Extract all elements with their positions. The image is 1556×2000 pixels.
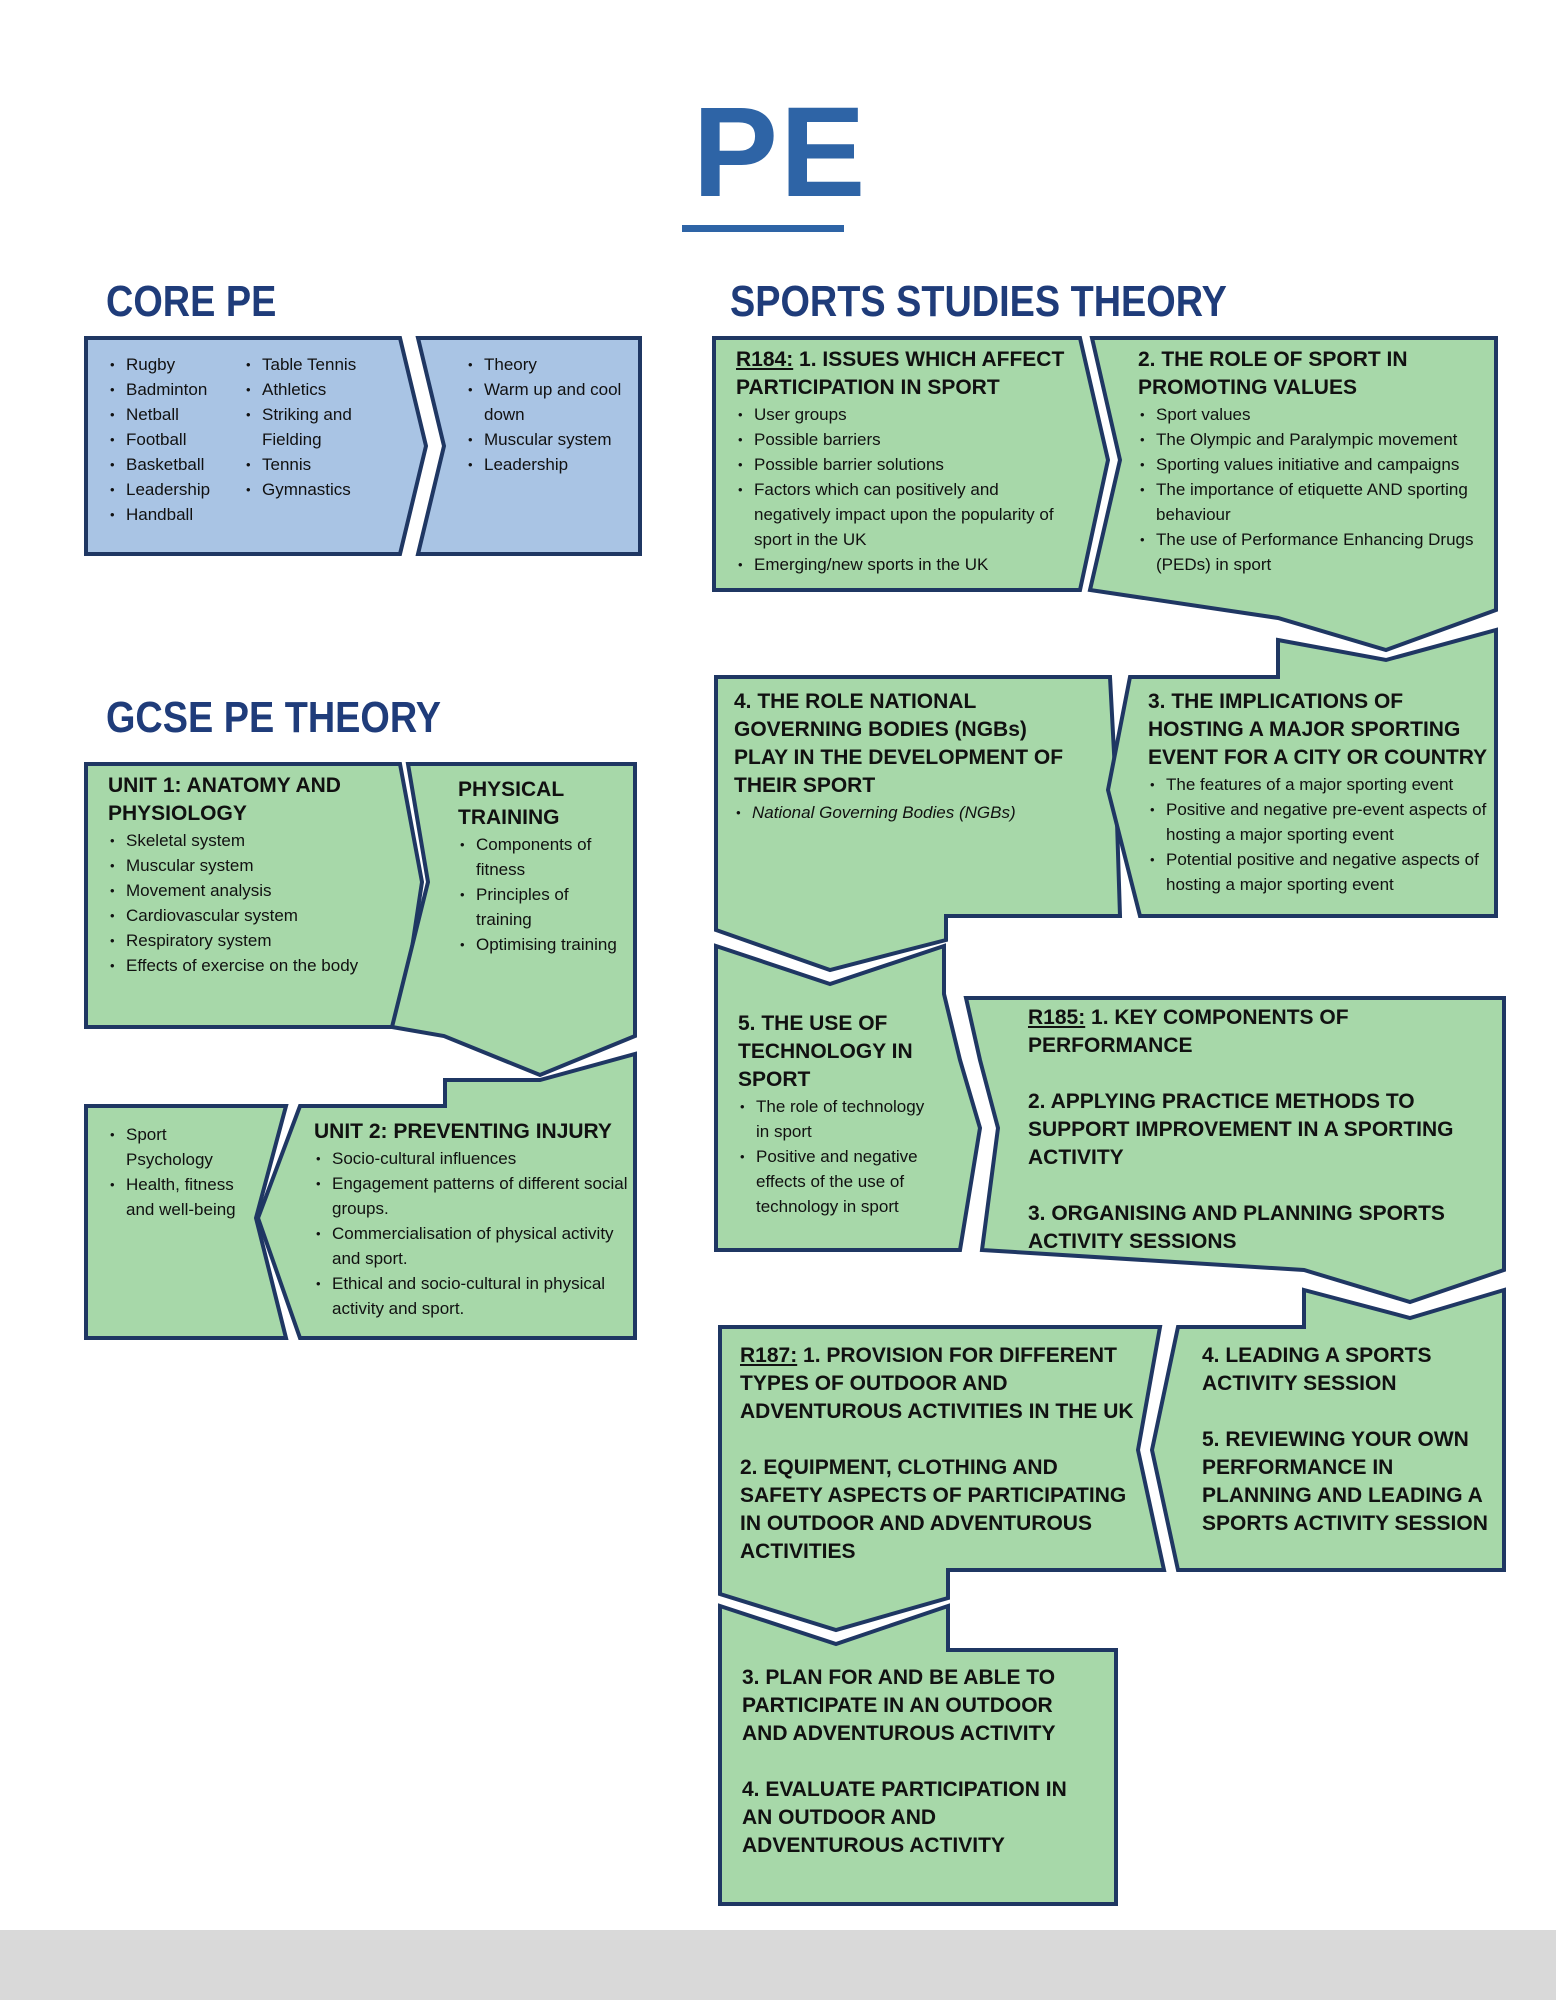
r187-a-box: R187: 1. PROVISION FOR DIFFERENT TYPES O… — [740, 1342, 1136, 1566]
r187-b-p1: 3. PLAN FOR AND BE ABLE TO PARTICIPATE I… — [742, 1666, 1056, 1745]
list-item: Sport Psychology — [108, 1122, 248, 1172]
list-item: The Olympic and Paralympic movement — [1138, 427, 1490, 452]
list-item: Badminton — [108, 377, 238, 402]
r187-b-shape — [718, 1603, 1118, 1906]
r185-a-p2: 2. APPLYING PRACTICE METHODS TO SUPPORT … — [1028, 1090, 1454, 1169]
list-item: Muscular system — [466, 427, 634, 452]
r185-a-box: R185: 1. KEY COMPONENTS OF PERFORMANCE 2… — [1028, 1004, 1498, 1256]
r187-b-p2: 4. EVALUATE PARTICIPATION IN AN OUTDOOR … — [742, 1778, 1067, 1857]
list-item: Movement analysis — [108, 878, 398, 903]
r185-a-p1: R185: 1. KEY COMPONENTS OF PERFORMANCE — [1028, 1006, 1349, 1057]
r184-2-title: 2. THE ROLE OF SPORT IN PROMOTING VALUES — [1138, 348, 1408, 399]
r185-b-p1: 4. LEADING A SPORTS ACTIVITY SESSION — [1202, 1344, 1432, 1395]
r184-2-box: 2. THE ROLE OF SPORT IN PROMOTING VALUES… — [1138, 346, 1490, 577]
title-underline — [682, 225, 844, 232]
physical-training-title: PHYSICAL TRAINING — [458, 778, 564, 829]
r184-4-title: 4. THE ROLE NATIONAL GOVERNING BODIES (N… — [734, 690, 1064, 797]
list-item: National Governing Bodies (NGBs) — [734, 800, 1084, 825]
r185-b-p2: 5. REVIEWING YOUR OWN PERFORMANCE IN PLA… — [1202, 1428, 1488, 1535]
core-pe-heading: CORE PE — [106, 277, 277, 326]
sports-studies-heading: SPORTS STUDIES THEORY — [730, 277, 1227, 326]
list-item: Athletics — [244, 377, 394, 402]
r185-a-shape — [963, 996, 1506, 1305]
list-item: Socio-cultural influences — [314, 1146, 630, 1171]
list-item: Possible barrier solutions — [736, 452, 1066, 477]
gcse-sport-psych-box: Sport PsychologyHealth, fitness and well… — [108, 1122, 248, 1222]
list-item: Gymnastics — [244, 477, 394, 502]
list-item: Tennis — [244, 452, 394, 477]
list-item: Principles of training — [458, 882, 626, 932]
gcse-unit2-box: UNIT 2: PREVENTING INJURY Socio-cultural… — [314, 1118, 630, 1321]
list-item: Football — [108, 427, 238, 452]
r185-b-box: 4. LEADING A SPORTS ACTIVITY SESSION 5. … — [1202, 1342, 1496, 1538]
list-item: Engagement patterns of different social … — [314, 1171, 630, 1221]
list-item: Warm up and cool down — [466, 377, 634, 427]
list-item: The features of a major sporting event — [1148, 772, 1488, 797]
page-title: PE — [692, 81, 868, 224]
list-item: Ethical and socio-cultural in physical a… — [314, 1271, 630, 1321]
list-item: Potential positive and negative aspects … — [1148, 847, 1488, 897]
list-item: The use of Performance Enhancing Drugs (… — [1138, 527, 1490, 577]
list-item: The importance of etiquette AND sporting… — [1138, 477, 1490, 527]
r184-3-box: 3. THE IMPLICATIONS OF HOSTING A MAJOR S… — [1148, 688, 1488, 897]
list-item: Table Tennis — [244, 352, 394, 377]
r184-1-title: R184: 1. ISSUES WHICH AFFECT PARTICIPATI… — [736, 348, 1065, 399]
gcse-physical-training-box: PHYSICAL TRAINING Components of fitnessP… — [458, 776, 626, 957]
gcse-unit1-box: UNIT 1: ANATOMY AND PHYSIOLOGY Skeletal … — [108, 772, 398, 978]
list-item: Leadership — [466, 452, 634, 477]
list-item: Netball — [108, 402, 238, 427]
list-item: Handball — [108, 502, 238, 527]
list-item: Rugby — [108, 352, 238, 377]
list-item: The role of technology in sport — [738, 1094, 938, 1144]
list-item: Factors which can positively and negativ… — [736, 477, 1066, 552]
r187-b-box: 3. PLAN FOR AND BE ABLE TO PARTICIPATE I… — [742, 1664, 1102, 1860]
list-item: Striking and Fielding — [244, 402, 394, 452]
r184-5-box: 5. THE USE OF TECHNOLOGY IN SPORT The ro… — [738, 1010, 938, 1219]
list-item: Positive and negative pre-event aspects … — [1148, 797, 1488, 847]
list-item: Leadership — [108, 477, 238, 502]
core-pe-list-3: TheoryWarm up and cool downMuscular syst… — [466, 352, 634, 477]
r187-a-p2: 2. EQUIPMENT, CLOTHING AND SAFETY ASPECT… — [740, 1456, 1127, 1563]
r184-5-title: 5. THE USE OF TECHNOLOGY IN SPORT — [738, 1012, 913, 1091]
list-item: Effects of exercise on the body — [108, 953, 398, 978]
r184-1-box: R184: 1. ISSUES WHICH AFFECT PARTICIPATI… — [736, 346, 1066, 577]
r185-a-p3: 3. ORGANISING AND PLANNING SPORTS ACTIVI… — [1028, 1202, 1445, 1253]
list-item: Positive and negative effects of the use… — [738, 1144, 938, 1219]
list-item: Health, fitness and well-being — [108, 1172, 248, 1222]
list-item: Muscular system — [108, 853, 398, 878]
r187-a-p1: R187: 1. PROVISION FOR DIFFERENT TYPES O… — [740, 1344, 1134, 1423]
r185-b-shape — [1149, 1287, 1506, 1572]
list-item: Possible barriers — [736, 427, 1066, 452]
list-item: Skeletal system — [108, 828, 398, 853]
gcse-heading: GCSE PE THEORY — [106, 693, 442, 742]
list-item: Sport values — [1138, 402, 1490, 427]
r187-a-shape — [718, 1325, 1167, 1633]
unit2-title: UNIT 2: PREVENTING INJURY — [314, 1120, 612, 1143]
r184-3-title: 3. THE IMPLICATIONS OF HOSTING A MAJOR S… — [1148, 690, 1488, 769]
list-item: Cardiovascular system — [108, 903, 398, 928]
footer-bar — [0, 1930, 1556, 2000]
r184-4-box: 4. THE ROLE NATIONAL GOVERNING BODIES (N… — [734, 688, 1084, 825]
list-item: Optimising training — [458, 932, 626, 957]
gcse-unit1-title: UNIT 1: ANATOMY AND PHYSIOLOGY — [108, 774, 341, 825]
list-item: Commercialisation of physical activity a… — [314, 1221, 630, 1271]
core-pe-list-2: Table TennisAthleticsStriking and Fieldi… — [244, 352, 394, 502]
list-item: Basketball — [108, 452, 238, 477]
list-item: Components of fitness — [458, 832, 626, 882]
list-item: User groups — [736, 402, 1066, 427]
list-item: Sporting values initiative and campaigns — [1138, 452, 1490, 477]
list-item: Respiratory system — [108, 928, 398, 953]
list-item: Theory — [466, 352, 634, 377]
core-pe-list-1: RugbyBadmintonNetballFootballBasketballL… — [108, 352, 238, 527]
list-item: Emerging/new sports in the UK — [736, 552, 1066, 577]
